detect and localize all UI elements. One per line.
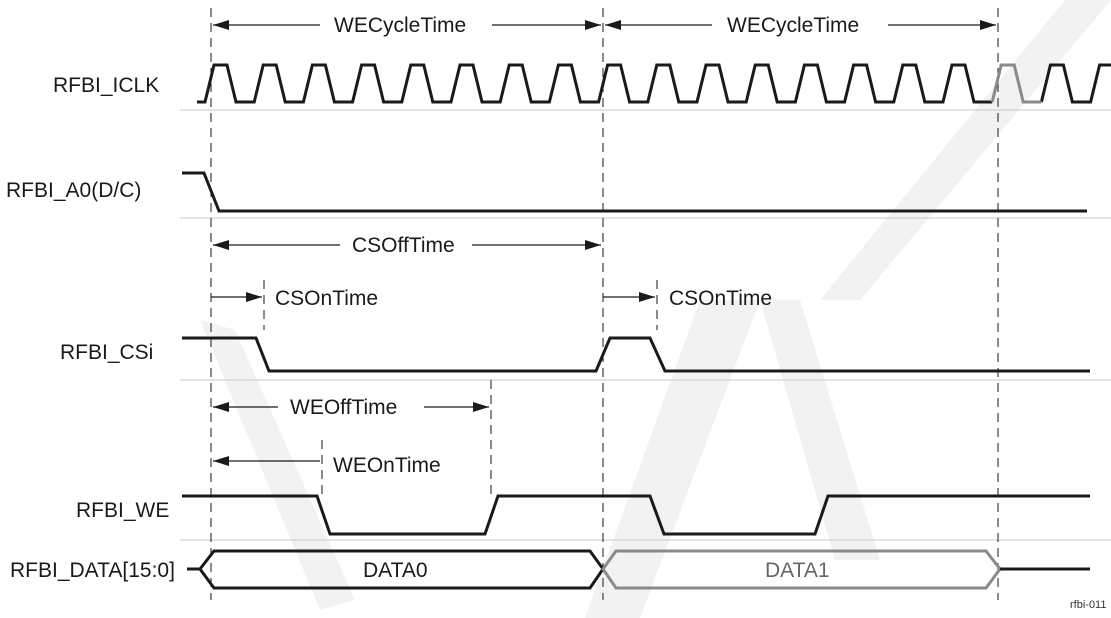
signal-label-csi: RFBI_CSi	[60, 341, 153, 364]
cs-on-label-1: CSOnTime	[275, 287, 378, 310]
row-separators	[180, 109, 1111, 541]
iclk-waveform	[197, 63, 1111, 104]
a0-waveform	[182, 171, 1087, 213]
data-bus: DATA0 DATA1	[187, 549, 1090, 590]
signal-label-we: RFBI_WE	[76, 499, 169, 522]
signal-label-iclk: RFBI_ICLK	[53, 74, 159, 97]
iclk-waveform-faded	[990, 63, 1042, 104]
we-on-annotation: WEOnTime	[213, 454, 441, 477]
we-cycle-annotation-1: WECycleTime	[213, 14, 601, 37]
csi-waveform	[182, 336, 1090, 373]
figure-id: rfbi-011	[1070, 599, 1106, 611]
preliminary-watermark	[200, 0, 1111, 618]
vertical-guides	[210, 8, 999, 600]
cs-on-label-2: CSOnTime	[669, 287, 772, 310]
cs-on-annotation-1: CSOnTime	[211, 287, 378, 310]
we-off-label: WEOffTime	[290, 396, 397, 419]
we-cycle-label-1: WECycleTime	[334, 14, 466, 37]
we-waveform	[182, 494, 1090, 536]
we-off-annotation: WEOffTime	[213, 396, 489, 419]
cs-off-annotation: CSOffTime	[213, 234, 601, 257]
cs-off-label: CSOffTime	[352, 234, 455, 257]
we-cycle-label-2: WECycleTime	[727, 14, 859, 37]
cs-on-annotation-2: CSOnTime	[603, 287, 772, 310]
data1-label: DATA1	[765, 559, 830, 582]
we-on-label: WEOnTime	[333, 454, 441, 477]
we-cycle-annotation-2: WECycleTime	[605, 14, 996, 37]
data0-label: DATA0	[363, 559, 428, 582]
signal-label-data: RFBI_DATA[15:0]	[10, 559, 175, 582]
signal-label-a0: RFBI_A0(D/C)	[6, 179, 141, 202]
